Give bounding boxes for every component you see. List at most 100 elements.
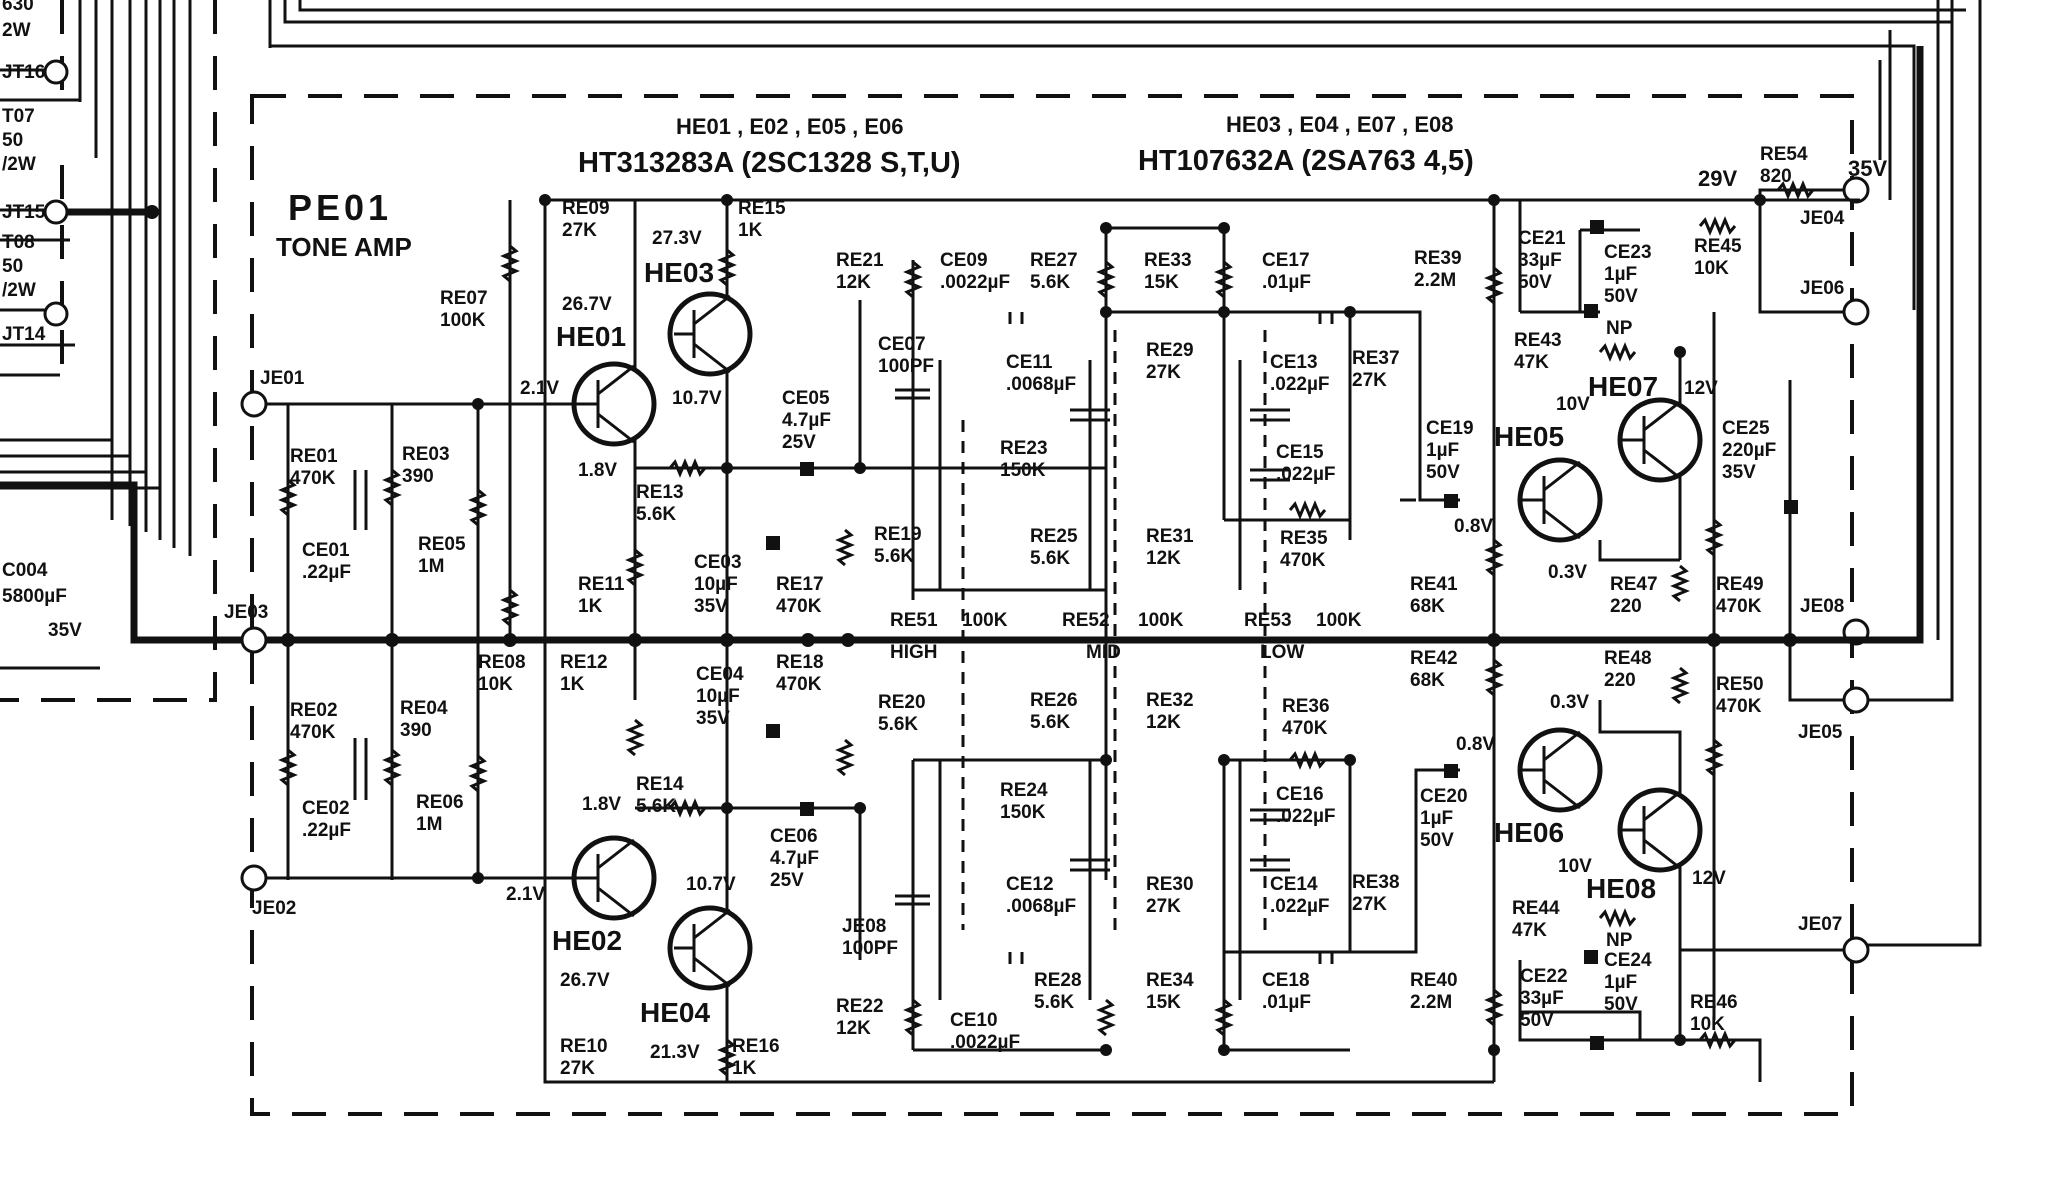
terminal-label: JE03 <box>224 602 268 623</box>
component-ref: RE28 <box>1034 970 1082 991</box>
component-ref: CE10 <box>950 1010 998 1031</box>
component-ref: CE13 <box>1270 352 1318 373</box>
terminal-label: JE02 <box>252 898 296 919</box>
component-value: 10µF <box>696 686 740 707</box>
component-labels: RE01470KRE02470KRE03390RE04390RE051MRE06… <box>290 144 1808 1079</box>
terminal-je02[interactable] <box>240 864 268 892</box>
component-ref: CE09 <box>940 250 988 271</box>
terminal-je05[interactable] <box>1842 686 1870 714</box>
rail-label: 35V <box>1848 156 1887 181</box>
transistor-he03[interactable] <box>667 291 753 377</box>
component-ref: RE24 <box>1000 780 1048 801</box>
component-ref: RE47 <box>1610 574 1658 595</box>
component-value: .22µF <box>302 562 351 583</box>
frag-label: /2W <box>2 154 36 175</box>
component-value: .022µF <box>1270 896 1330 917</box>
board-outline <box>250 94 1854 1116</box>
group-units: HE01 , E02 , E05 , E06 <box>676 114 903 139</box>
header: PE01 TONE AMP HE01 , E02 , E05 , E06 HT3… <box>276 112 1474 262</box>
board-name: TONE AMP <box>276 232 412 262</box>
component-ref: RE44 <box>1512 898 1560 919</box>
component-value: 1K <box>738 220 763 241</box>
voltage: 1.8V <box>578 460 617 481</box>
transistor-he06[interactable] <box>1517 727 1603 813</box>
component-ref: RE15 <box>738 198 786 219</box>
component-value: 33µF <box>1518 250 1562 271</box>
component-value: .01µF <box>1262 992 1311 1013</box>
transistor-label: HE06 <box>1494 817 1564 848</box>
component-ref: RE49 <box>1716 574 1764 595</box>
voltage: 0.8V <box>1456 734 1495 755</box>
transistor-he07[interactable] <box>1617 397 1703 483</box>
component-ref: CE02 <box>302 798 350 819</box>
component-ref: RE40 <box>1410 970 1458 991</box>
terminal-je07[interactable] <box>1842 936 1870 964</box>
component-ref: CE11 <box>1006 352 1053 373</box>
component-ref: RE26 <box>1030 690 1078 711</box>
component-ref: RE18 <box>776 652 824 673</box>
voltage: 27.3V <box>652 228 702 249</box>
component-value: 470K <box>776 596 822 617</box>
voltage-labels: 27.3V 26.7V 2.1V 10.7V 1.8V 1.8V 2.1V 26… <box>506 228 1726 1063</box>
frag-label: JT15 <box>2 202 46 223</box>
pot-label: MID <box>1086 642 1121 663</box>
component-value: 150K <box>1000 802 1046 823</box>
voltage: 10.7V <box>686 874 736 895</box>
transistor-he01[interactable] <box>571 361 657 447</box>
left-board-fragment: 630 2W JT16 T07 50 /2W JT15 T08 50 /2W J… <box>0 0 254 702</box>
terminal-label: JE04 <box>1800 208 1845 229</box>
rail-label: 29V <box>1698 166 1737 191</box>
component-ref: RE22 <box>836 996 884 1017</box>
terminal-je04[interactable] <box>1842 176 1870 204</box>
component-voltage: 50V <box>1604 286 1638 307</box>
frag-label: 50 <box>2 130 23 151</box>
pot-label: HIGH <box>890 642 938 663</box>
component-ref: RE02 <box>290 700 338 721</box>
component-value: 15K <box>1146 992 1181 1013</box>
component-ref: CE17 <box>1262 250 1310 271</box>
voltage: 12V <box>1684 378 1718 399</box>
component-value: 1M <box>416 814 442 835</box>
terminal-je03[interactable] <box>240 626 268 654</box>
transistor-he05[interactable] <box>1517 457 1603 543</box>
group-part: HT313283A (2SC1328 S,T,U) <box>578 147 961 179</box>
group-units: HE03 , E04 , E07 , E08 <box>1226 112 1453 137</box>
transistor-he02[interactable] <box>571 835 657 921</box>
component-value: 2.2M <box>1410 992 1452 1013</box>
terminal-je01[interactable] <box>240 390 268 418</box>
pot-value: 100K <box>1316 610 1362 631</box>
component-value: 5.6K <box>1030 272 1070 293</box>
pot-ref: RE51 <box>890 610 938 631</box>
wiring <box>266 46 1924 1084</box>
component-value: 820 <box>1760 166 1792 187</box>
component-value: .22µF <box>302 820 351 841</box>
component-value: 27K <box>1146 362 1181 383</box>
component-value: 470K <box>290 468 336 489</box>
transistor-he08[interactable] <box>1617 787 1703 873</box>
transistor-label: HE05 <box>1494 421 1564 452</box>
component-value: 68K <box>1410 670 1445 691</box>
component-value: 27K <box>1352 370 1387 391</box>
transistor-label: HE07 <box>1588 371 1658 402</box>
component-ref: JE08 <box>842 916 886 937</box>
component-value: 4.7µF <box>782 410 831 431</box>
voltage: 21.3V <box>650 1042 700 1063</box>
frag-label: C004 <box>2 560 48 581</box>
component-value: 5.6K <box>1030 548 1070 569</box>
board-id: PE01 <box>288 187 392 228</box>
component-ref: CE01 <box>302 540 350 561</box>
component-ref: RE30 <box>1146 874 1194 895</box>
component-value: 150K <box>1000 460 1046 481</box>
terminal-label: JE01 <box>260 368 305 389</box>
component-voltage: 50V <box>1518 272 1552 293</box>
component-ref: RE43 <box>1514 330 1562 351</box>
component-value: .022µF <box>1276 806 1336 827</box>
component-voltage: 25V <box>770 870 804 891</box>
component-ref: CE21 <box>1518 228 1566 249</box>
component-value: 1K <box>732 1058 757 1079</box>
transistor-he04[interactable] <box>667 905 753 991</box>
component-ref: CE14 <box>1270 874 1318 895</box>
terminal-je06[interactable] <box>1842 298 1870 326</box>
transistor-label: HE02 <box>552 925 622 956</box>
voltage: 1.8V <box>582 794 621 815</box>
